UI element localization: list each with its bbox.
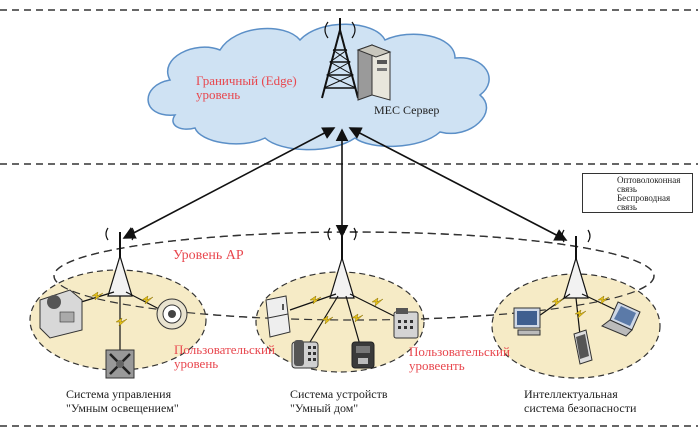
coffee-machine-icon bbox=[351, 341, 375, 369]
light-switch-icon bbox=[105, 349, 135, 379]
system-label-smart-home-line1: Система устройств bbox=[290, 387, 388, 401]
edge-layer-label-line2: уровень bbox=[196, 87, 241, 102]
mec-server-icon bbox=[356, 44, 392, 101]
system-label-security: Интеллектуальная система безопасности bbox=[524, 387, 636, 415]
legend-fiber-label-line1: Оптоволоконная bbox=[617, 175, 681, 185]
desk-phone-icon bbox=[291, 340, 319, 369]
lightning-icon bbox=[91, 291, 610, 327]
user-layer-label-left: Пользовательский уровень bbox=[174, 343, 275, 371]
user-layer-label-left-line1: Пользовательский bbox=[174, 342, 275, 357]
fiber-link-right bbox=[348, 127, 568, 241]
access-point-icon bbox=[327, 227, 357, 299]
edge-layer-label: Граничный (Edge) уровень bbox=[196, 74, 297, 102]
fax-phone-icon bbox=[393, 308, 419, 339]
legend: Оптоволоконная связь Беспроводная связь bbox=[582, 173, 693, 213]
fridge-icon bbox=[265, 295, 291, 338]
smoke-sensor-icon bbox=[156, 298, 188, 330]
edge-tower-icon bbox=[321, 18, 359, 99]
system-label-security-line2: система безопасности bbox=[524, 401, 637, 415]
smartphone-icon bbox=[573, 329, 593, 365]
legend-fiber-label-line2: связь bbox=[617, 184, 637, 194]
system-label-security-line1: Интеллектуальная bbox=[524, 387, 618, 401]
desktop-computer-icon bbox=[513, 307, 541, 336]
legend-wireless-label-line1: Беспроводная bbox=[617, 193, 671, 203]
smart-lamp-hub-icon bbox=[39, 289, 83, 339]
user-layer-label-right-line2: уровеенть bbox=[409, 358, 465, 373]
edge-layer-label-line1: Граничный (Edge) bbox=[196, 73, 297, 88]
user-layer-label-right-line1: Пользовательский bbox=[409, 344, 510, 359]
ap-layer-label: Уровень AP bbox=[173, 248, 244, 263]
system-label-smart-home-line2: "Умный дом" bbox=[290, 401, 359, 415]
system-label-lighting-line2: "Умным освещением" bbox=[66, 401, 179, 415]
laptop-icon bbox=[601, 301, 641, 337]
user-layer-label-left-line2: уровень bbox=[174, 356, 219, 371]
legend-wireless-label-line2: связь bbox=[617, 202, 637, 212]
system-label-lighting-line1: Система управления bbox=[66, 387, 172, 401]
fiber-link-left bbox=[122, 127, 336, 239]
user-layer-label-right: Пользовательский уровеенть bbox=[409, 345, 510, 373]
system-label-smart-home: Система устройств "Умный дом" bbox=[290, 387, 388, 415]
mec-server-label: MEC Сервер bbox=[374, 103, 440, 117]
system-label-lighting: Система управления "Умным освещением" bbox=[66, 387, 179, 415]
